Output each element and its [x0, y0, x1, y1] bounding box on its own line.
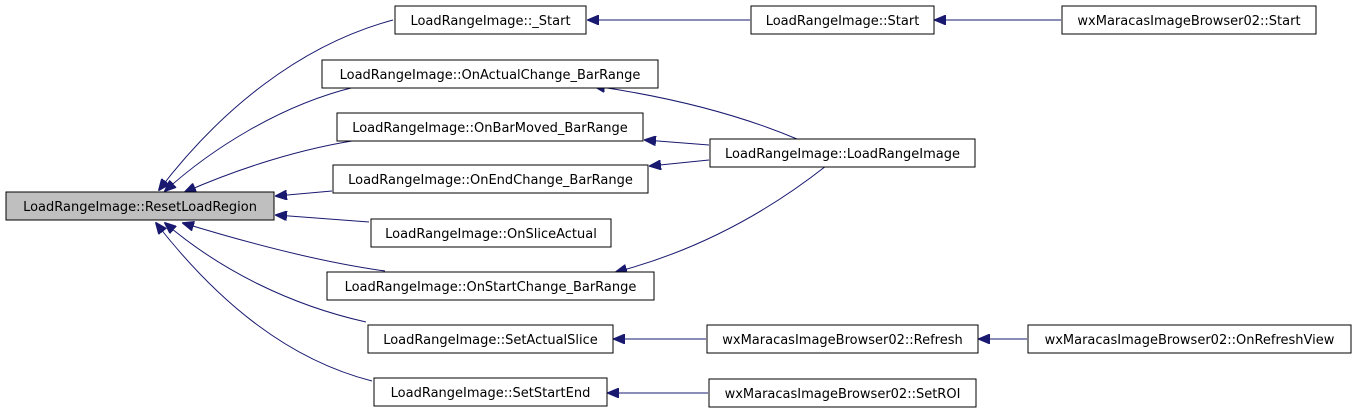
edge-on-start-change-to-reset-load-region — [183, 223, 386, 272]
node-wx-start[interactable]: wxMaracasImageBrowser02::Start — [1061, 5, 1317, 35]
node-set-start-end[interactable]: LoadRangeImage::SetStartEnd — [373, 377, 608, 407]
node-wx-refresh[interactable]: wxMaracasImageBrowser02::Refresh — [706, 324, 979, 354]
node-label: LoadRangeImage::_Start — [410, 14, 570, 29]
edge-start-to-reset-load-region — [159, 19, 394, 190]
node-label: LoadRangeImage::OnSliceActual — [385, 227, 597, 242]
node-set-actual-slice[interactable]: LoadRangeImage::SetActualSlice — [367, 324, 614, 354]
node-label: LoadRangeImage::OnEndChange_BarRange — [348, 173, 633, 188]
node-load-range-image-constructor[interactable]: LoadRangeImage::LoadRangeImage — [709, 138, 976, 168]
node-underscore-start[interactable]: LoadRangeImage::_Start — [394, 5, 587, 35]
node-reset-load-region[interactable]: LoadRangeImage::ResetLoadRegion — [5, 191, 275, 221]
edge-set-actual-slice-to-reset-load-region — [165, 223, 367, 323]
node-on-bar-moved-bar-range[interactable]: LoadRangeImage::OnBarMoved_BarRange — [336, 112, 644, 142]
edge-on-actual-change-to-reset-load-region — [165, 86, 356, 191]
node-on-start-change-bar-range[interactable]: LoadRangeImage::OnStartChange_BarRange — [326, 271, 655, 301]
node-label: LoadRangeImage::OnBarMoved_BarRange — [352, 121, 628, 136]
node-label: wxMaracasImageBrowser02::Refresh — [722, 333, 963, 348]
edge-constructor-to-on-end-change — [650, 159, 710, 166]
node-label: LoadRangeImage::OnStartChange_BarRange — [345, 280, 637, 295]
node-start[interactable]: LoadRangeImage::Start — [750, 5, 935, 35]
node-label: LoadRangeImage::ResetLoadRegion — [23, 200, 257, 215]
node-on-actual-change-bar-range[interactable]: LoadRangeImage::OnActualChange_BarRange — [321, 59, 659, 89]
node-label: LoadRangeImage::LoadRangeImage — [725, 147, 960, 162]
node-label: wxMaracasImageBrowser02::OnRefreshView — [1045, 333, 1335, 348]
node-on-slice-actual[interactable]: LoadRangeImage::OnSliceActual — [370, 218, 612, 248]
edge-constructor-to-on-bar-moved — [645, 140, 710, 145]
edges-layer — [156, 20, 1061, 393]
node-label: LoadRangeImage::OnActualChange_BarRange — [340, 68, 641, 83]
edge-on-bar-moved-to-reset-load-region — [185, 138, 366, 192]
node-wx-on-refresh-view[interactable]: wxMaracasImageBrowser02::OnRefreshView — [1027, 324, 1352, 354]
node-on-end-change-bar-range[interactable]: LoadRangeImage::OnEndChange_BarRange — [332, 164, 649, 194]
node-wx-set-roi[interactable]: wxMaracasImageBrowser02::SetROI — [708, 378, 977, 408]
node-label: wxMaracasImageBrowser02::Start — [1077, 14, 1300, 29]
node-label: LoadRangeImage::SetStartEnd — [391, 386, 591, 401]
nodes-layer: LoadRangeImage::ResetLoadRegion LoadRang… — [5, 5, 1352, 408]
node-label: wxMaracasImageBrowser02::SetROI — [725, 387, 961, 402]
node-label: LoadRangeImage::SetActualSlice — [383, 333, 598, 348]
edge-constructor-to-on-start-change — [616, 165, 827, 272]
edge-constructor-to-on-actual-change — [594, 86, 798, 140]
edge-set-start-end-to-reset-load-region — [156, 223, 373, 382]
edge-on-end-change-to-reset-load-region — [276, 191, 333, 196]
node-label: LoadRangeImage::Start — [766, 14, 920, 29]
edge-on-slice-actual-to-reset-load-region — [276, 215, 370, 223]
